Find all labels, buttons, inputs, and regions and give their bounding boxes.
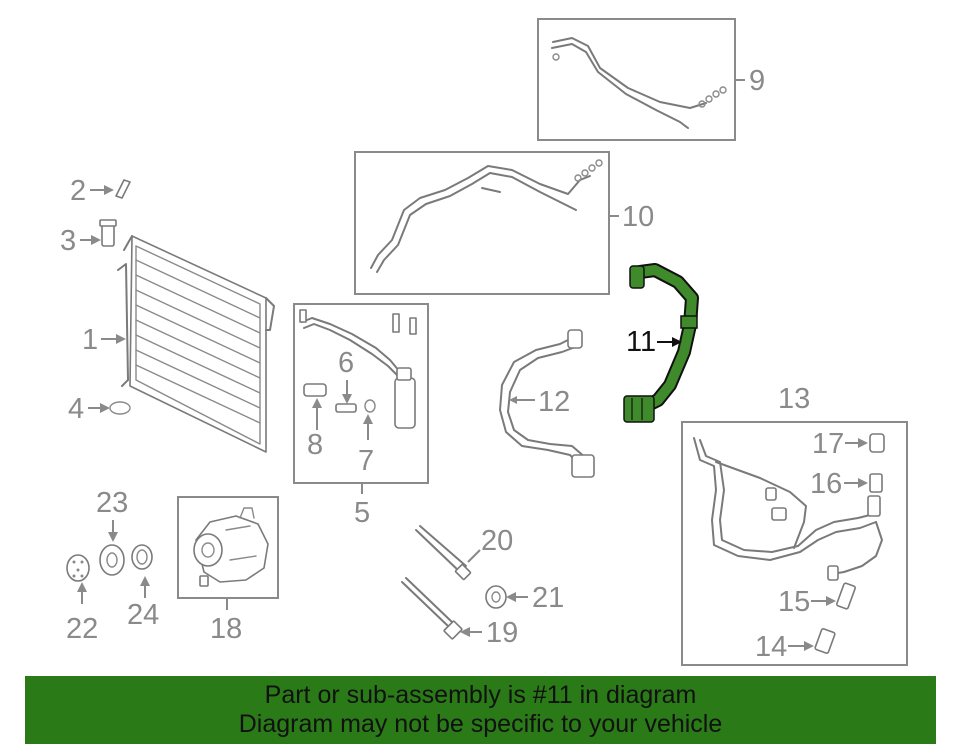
callout-20: 20 <box>481 525 513 557</box>
callout-2: 2 <box>70 175 86 207</box>
callout-19: 19 <box>486 617 518 649</box>
part-10-hose-inner <box>376 172 577 273</box>
callout-15: 15 <box>778 586 810 618</box>
callout-13: 13 <box>778 383 810 415</box>
callout-3: 3 <box>60 225 76 257</box>
callout-22: 22 <box>66 613 98 645</box>
part-9-group: 9 <box>537 18 765 141</box>
callout-6: 6 <box>338 347 354 379</box>
callout-17: 17 <box>812 428 844 460</box>
part-18-group: 18 <box>177 496 279 645</box>
part-13-box <box>681 421 908 666</box>
part-20-stud: 20 <box>415 525 513 581</box>
part-9-hose-inner <box>551 43 689 129</box>
callout-16: 16 <box>810 468 842 500</box>
part-15-valve <box>836 582 856 610</box>
part-1-condenser: 1 <box>82 235 275 453</box>
callout-11: 11 <box>626 326 656 358</box>
callout-14: 14 <box>755 631 787 663</box>
callout-9: 9 <box>749 65 765 97</box>
part-11-hose[interactable] <box>623 263 699 423</box>
callout-18: 18 <box>210 613 242 645</box>
part-21-nut: 21 <box>485 582 564 614</box>
part-9-box <box>537 18 736 141</box>
part-14-switch <box>814 628 836 654</box>
part-18-compressor <box>195 515 269 583</box>
callout-10: 10 <box>622 201 654 233</box>
callout-7: 7 <box>358 445 374 477</box>
callout-8: 8 <box>307 429 323 461</box>
part-10-hose <box>370 165 591 269</box>
part-11-fitting-bottom <box>623 395 655 423</box>
part-10-group: 10 <box>354 151 654 295</box>
part-5-drier <box>394 377 416 429</box>
part-19-bolt: 19 <box>401 577 518 649</box>
banner-line-1: Part or sub-assembly is #11 in diagram <box>264 681 697 709</box>
part-22-plate: 22 <box>66 554 98 645</box>
callout-5: 5 <box>354 497 370 529</box>
part-17-cap <box>869 433 885 453</box>
callout-24: 24 <box>127 599 159 631</box>
part-9-oring <box>552 53 560 61</box>
part-23-pulley: 23 <box>96 487 128 576</box>
part-10-box <box>354 151 610 295</box>
banner-line-2: Diagram may not be specific to your vehi… <box>238 710 723 738</box>
part-4-oring: 4 <box>68 393 131 425</box>
part-3-bolt: 3 <box>60 219 117 257</box>
part-5-group: 6 8 7 5 <box>293 303 429 529</box>
part-2-bracket: 2 <box>70 175 131 207</box>
part-12-hose: 12 <box>499 329 595 478</box>
part-9-hose <box>552 37 707 109</box>
part-24-ring: 24 <box>127 544 159 631</box>
callout-1: 1 <box>82 324 98 356</box>
part-16-switch <box>869 473 883 493</box>
callout-12: 12 <box>538 386 570 418</box>
callout-21: 21 <box>532 582 564 614</box>
part-13-group: 13 17 16 15 14 <box>681 383 908 666</box>
callout-4: 4 <box>68 393 84 425</box>
info-banner: Part or sub-assembly is #11 in diagram D… <box>25 676 936 744</box>
callout-23: 23 <box>96 487 128 519</box>
part-11-fitting-top <box>629 265 645 289</box>
